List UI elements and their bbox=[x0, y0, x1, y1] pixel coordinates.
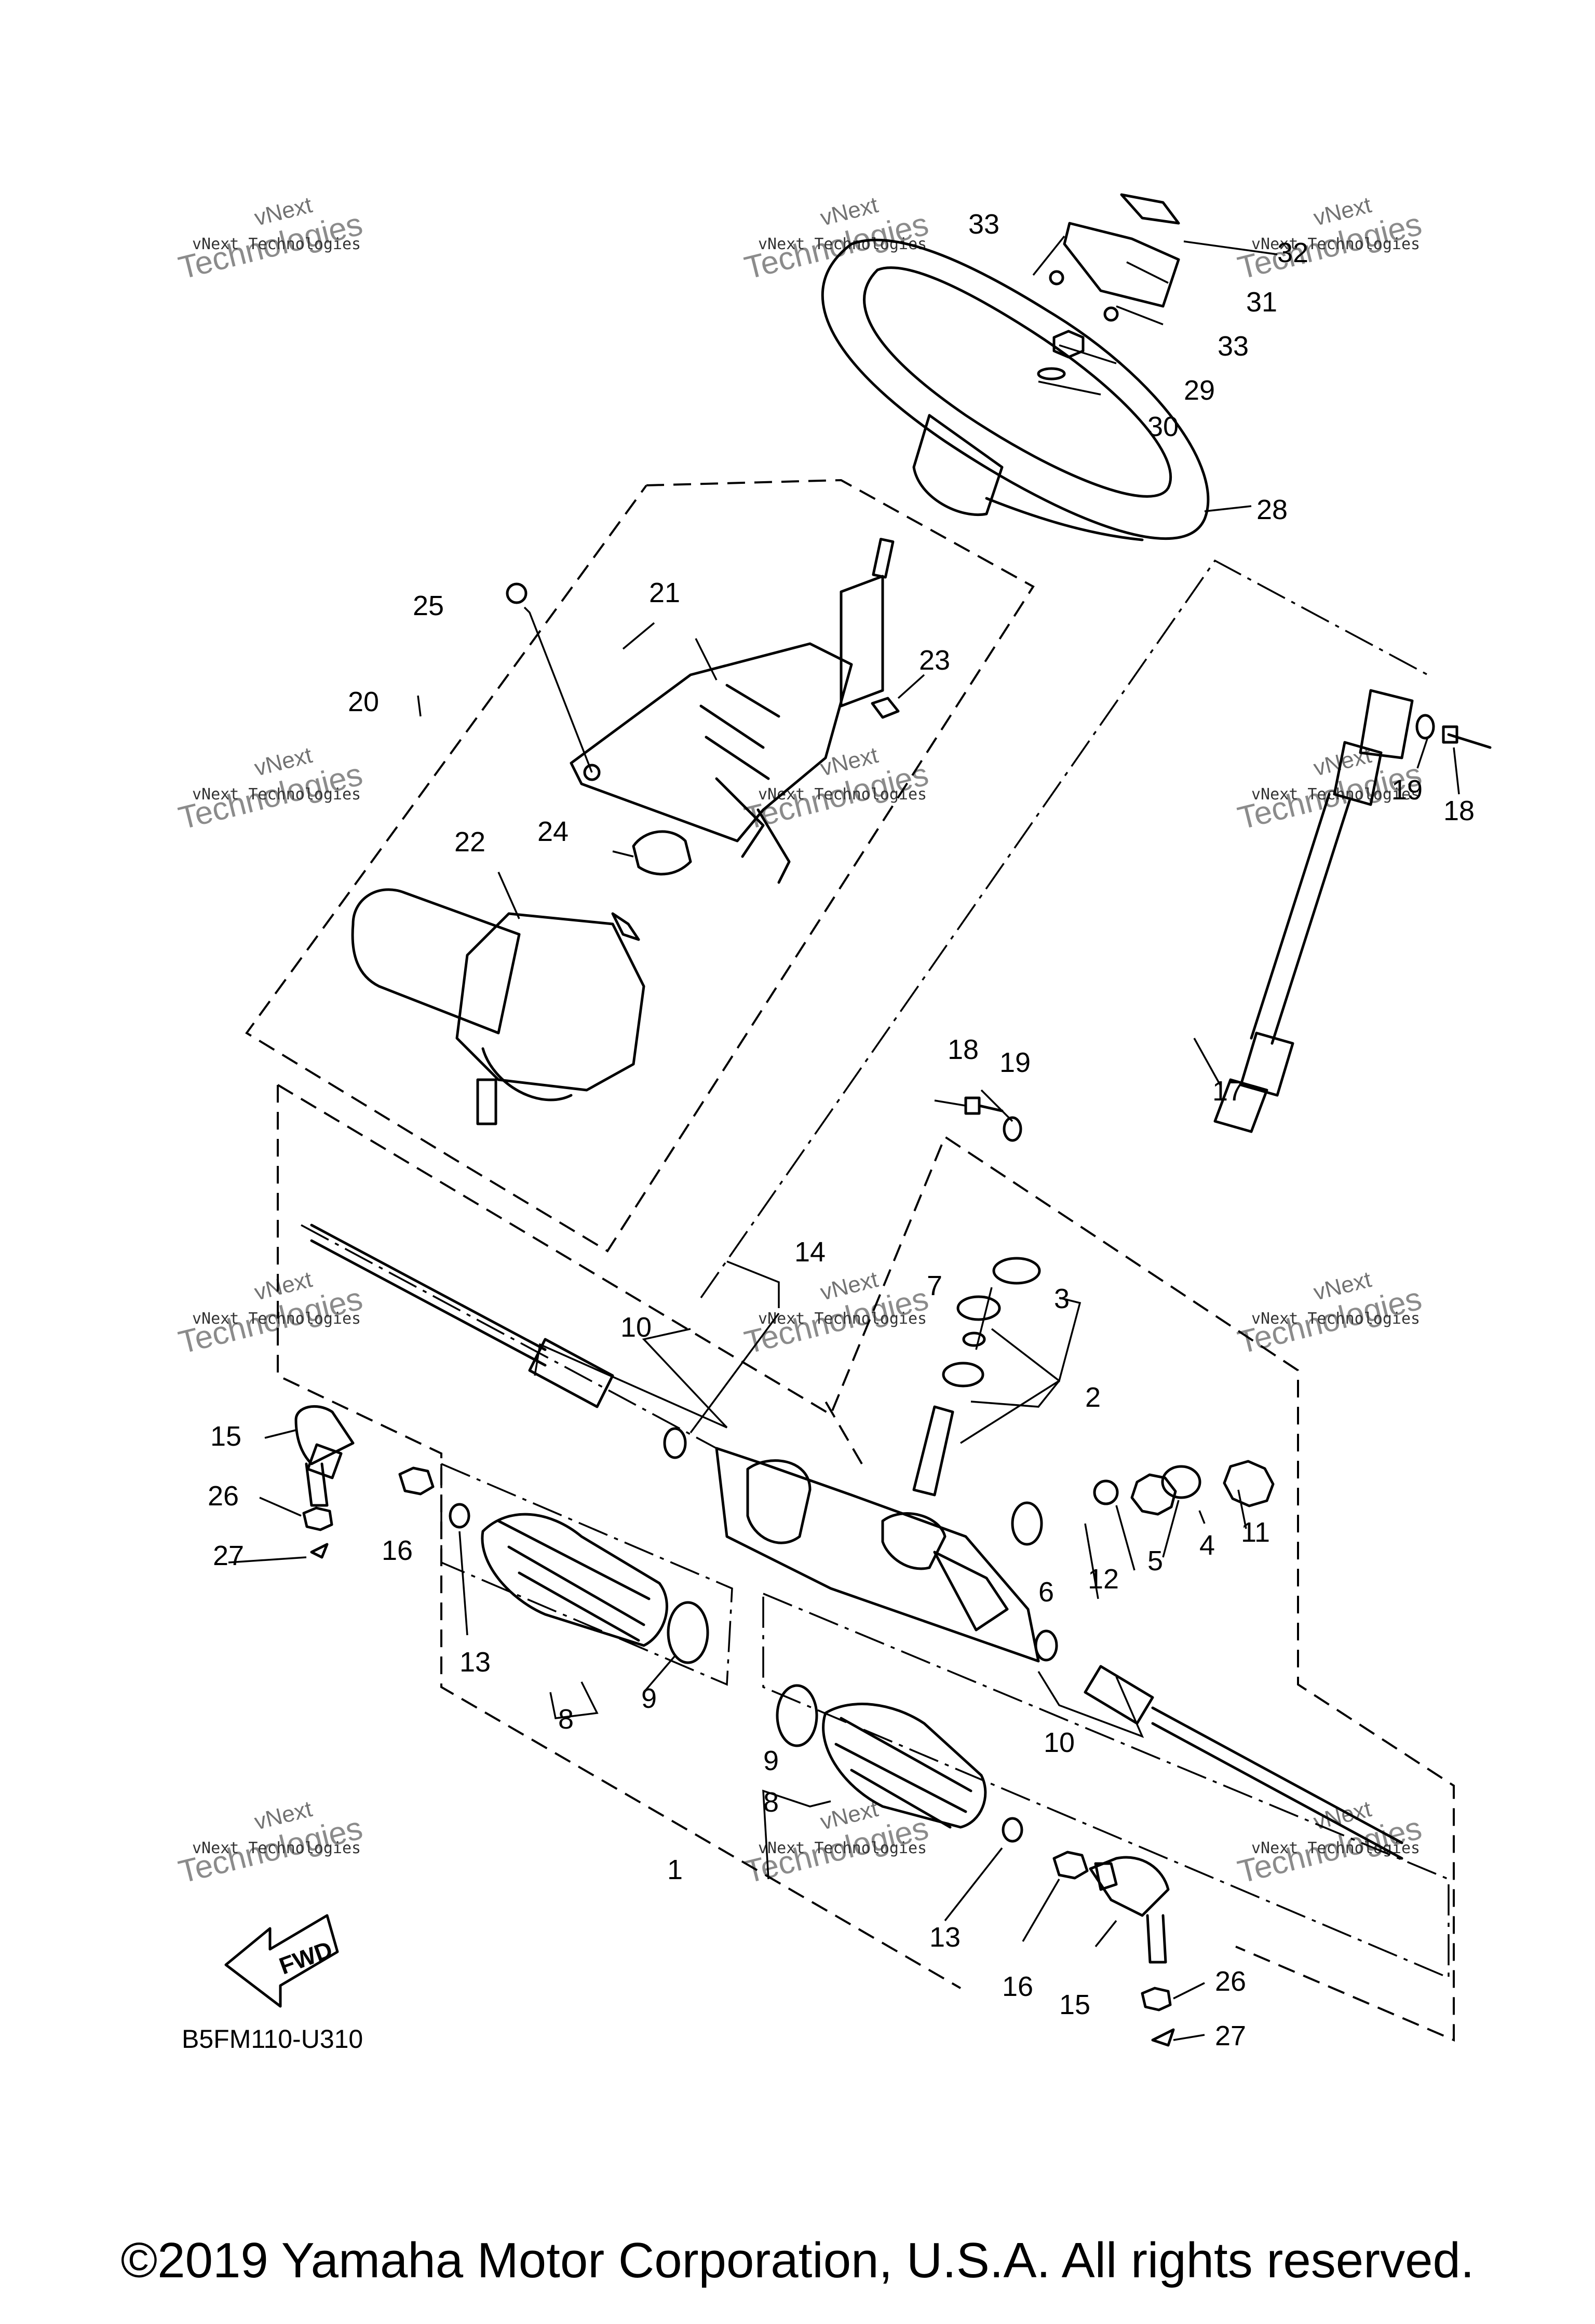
tie-rod-ends bbox=[294, 1405, 1175, 2047]
group-outlines bbox=[245, 479, 1455, 2042]
intermediate-shaft bbox=[964, 689, 1492, 1142]
watermark-small: vNext Technologies bbox=[758, 1310, 927, 1328]
callout: 15 bbox=[1059, 1989, 1090, 2020]
outline-left-rack bbox=[301, 1224, 717, 1449]
watermark-small: vNext Technologies bbox=[192, 1839, 361, 1857]
boots bbox=[449, 1503, 1023, 1843]
callout: 7 bbox=[927, 1270, 942, 1301]
leader-lines bbox=[228, 235, 1460, 2041]
callout: 17 bbox=[1212, 1076, 1243, 1107]
callout: 9 bbox=[641, 1683, 657, 1714]
callout: 8 bbox=[558, 1704, 574, 1735]
watermark-small: vNext Technologies bbox=[192, 785, 361, 804]
callout: 8 bbox=[763, 1787, 779, 1818]
watermark-small: vNext Technologies bbox=[192, 1310, 361, 1328]
callout: 32 bbox=[1277, 237, 1308, 268]
outline-group-1 bbox=[277, 1084, 1455, 2042]
callout: 20 bbox=[348, 686, 379, 717]
callout: 1 bbox=[667, 1854, 683, 1885]
callout: 16 bbox=[382, 1535, 413, 1566]
callout: 23 bbox=[919, 645, 950, 676]
watermark-small: vNext Technologies bbox=[1251, 235, 1420, 253]
fwd-arrow: FWD bbox=[224, 1914, 339, 2008]
eps-unit bbox=[351, 830, 692, 1125]
steering-gear bbox=[715, 1257, 1275, 1663]
callout: 26 bbox=[208, 1480, 239, 1512]
tie-rods bbox=[310, 1224, 1403, 1860]
callout: 33 bbox=[1218, 331, 1249, 362]
callout: 18 bbox=[948, 1034, 979, 1065]
callout: 22 bbox=[454, 826, 485, 858]
callout: 30 bbox=[1147, 411, 1179, 442]
outline-inner-gear bbox=[824, 1401, 863, 1465]
callout: 15 bbox=[210, 1421, 241, 1452]
watermark-small: vNext Technologies bbox=[1251, 1310, 1420, 1328]
callout: 26 bbox=[1215, 1966, 1246, 1997]
callout: 6 bbox=[1038, 1576, 1054, 1608]
callout: 11 bbox=[1241, 1517, 1270, 1548]
callout: 4 bbox=[1199, 1530, 1215, 1561]
callout: 28 bbox=[1256, 494, 1288, 525]
callout: 13 bbox=[929, 1922, 961, 1953]
chain-shaft-17 bbox=[700, 559, 1428, 1299]
watermark-small: vNext Technologies bbox=[758, 1839, 927, 1857]
copyright-notice: ©2019 Yamaha Motor Corporation, U.S.A. A… bbox=[120, 2233, 1475, 2288]
callout: 24 bbox=[537, 816, 569, 847]
outline-group-20 bbox=[245, 479, 1035, 1253]
callout: 27 bbox=[213, 1540, 244, 1571]
watermark-small: vNext Technologies bbox=[192, 235, 361, 253]
column-bracket bbox=[506, 538, 900, 884]
outline-left-boot bbox=[440, 1463, 733, 1686]
hub-hardware bbox=[1037, 193, 1180, 380]
part-code: B5FM110-U310 bbox=[182, 2024, 363, 2054]
callout: 2 bbox=[1085, 1382, 1101, 1413]
outline-group-1-left bbox=[277, 1085, 962, 1989]
callout: 3 bbox=[1054, 1283, 1070, 1314]
callout: 14 bbox=[794, 1236, 826, 1268]
callout: 21 bbox=[649, 577, 680, 608]
callout: 25 bbox=[413, 590, 444, 621]
callout: 10 bbox=[1044, 1727, 1075, 1758]
callout: 16 bbox=[1002, 1971, 1033, 2002]
callout: 9 bbox=[763, 1745, 779, 1776]
callout: 5 bbox=[1147, 1545, 1163, 1576]
callout: 29 bbox=[1184, 375, 1215, 406]
watermark-small: vNext Technologies bbox=[758, 785, 927, 804]
callout: 13 bbox=[459, 1647, 491, 1678]
callout: 12 bbox=[1088, 1564, 1119, 1595]
callouts: 1 2 3 4 5 6 7 8 8 9 9 10 10 11 12 13 13 … bbox=[208, 209, 1475, 2051]
callout: 31 bbox=[1246, 287, 1277, 318]
callout: 18 bbox=[1443, 795, 1475, 826]
outline-right-boot bbox=[762, 1593, 1450, 1979]
callout: 19 bbox=[999, 1047, 1031, 1078]
callout: 10 bbox=[620, 1312, 652, 1343]
callout: 33 bbox=[968, 209, 999, 240]
steering-wheel bbox=[821, 238, 1210, 541]
callout: 27 bbox=[1215, 2020, 1246, 2051]
callout: 19 bbox=[1391, 774, 1423, 806]
